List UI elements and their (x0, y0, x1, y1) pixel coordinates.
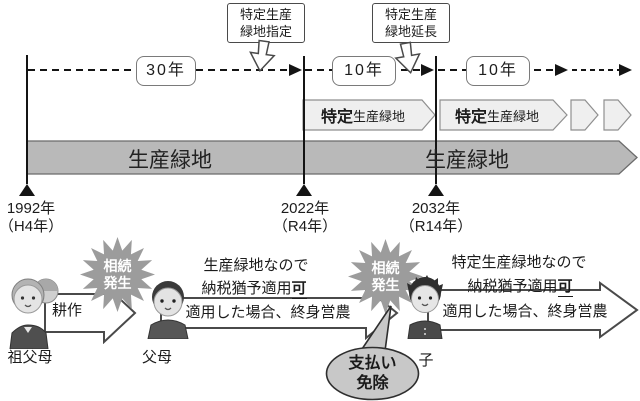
burst-line2: 発生 (103, 274, 132, 291)
grandparents-illustration (9, 278, 59, 349)
milestone-1992: 1992年 （H4年） (0, 200, 79, 236)
band-label-rest: 生産緑地 (487, 108, 540, 124)
callout-pointer-down-icon (249, 39, 276, 73)
band-continuation-chevron-icon (603, 99, 632, 131)
milestone-era: （H4年） (0, 218, 64, 235)
inheritance-burst-label: 相続 発生 (80, 237, 155, 312)
note-text: 納税猶予適用 (201, 280, 292, 297)
band-continuation-chevron-icon (570, 99, 599, 131)
callout-tokutei-designation: 特定生産 緑地指定 (227, 3, 305, 43)
milestone-line-2022 (303, 56, 305, 184)
duration-10-years-second: 10年 (466, 56, 530, 86)
callout-designation-line2: 緑地指定 (239, 24, 292, 39)
burst-line1: 相続 (371, 259, 400, 276)
callout-pointer-down-icon (394, 41, 421, 75)
inheritance-burst-icon (348, 239, 423, 314)
payment-exemption-label: 支払い 免除 (326, 354, 419, 393)
note-tokutei-line2: 納税猶予適用可 (440, 277, 600, 297)
timeline-arrowhead-icon (289, 64, 302, 76)
milestone-era: （R4年） (272, 218, 338, 235)
note-text: 納税猶予適用 (467, 278, 558, 295)
tokutei-band-2-shape (439, 99, 568, 131)
note-emphasis: 可 (557, 278, 573, 297)
actor-label-parents: 父母 (141, 349, 172, 366)
timeline-dash-segment (572, 69, 619, 71)
milestone-year: 2032年 (411, 200, 461, 217)
timeline-arrowhead-icon (555, 64, 568, 76)
callout-extension-line1: 特定生産 (384, 7, 437, 22)
burst-line1: 相続 (103, 257, 132, 274)
note-emphasis: 可 (291, 280, 307, 299)
callout-tokutei-extension: 特定生産 緑地延長 (372, 3, 450, 43)
actor-label-grandparents: 祖父母 (7, 349, 53, 366)
parents-illustration (147, 281, 189, 339)
seisan-band-label-left: 生産緑地 (128, 149, 212, 172)
child-illustration (407, 275, 443, 339)
milestone-era: （R14年） (399, 218, 473, 235)
band-label-em: 特定 (454, 109, 487, 126)
band-label-em: 特定 (320, 109, 353, 126)
burst-line2: 発生 (371, 276, 400, 293)
callout-designation-line1: 特定生産 (239, 7, 292, 22)
note-tokutei-line1: 特定生産緑地なので (451, 254, 587, 271)
duration-30-years: 30年 (136, 56, 196, 86)
duration-10-years-first: 10年 (332, 56, 396, 86)
seisan-band-label-right: 生産緑地 (425, 149, 509, 172)
tokutei-period-arrow (427, 281, 639, 339)
milestone-marker-icon (296, 184, 312, 196)
milestone-year: 1992年 (6, 200, 56, 217)
inheritance-burst-label: 相続 発生 (348, 239, 423, 314)
bubble-line1: 支払い (348, 355, 397, 372)
band-label-rest: 生産緑地 (353, 108, 406, 124)
note-seisan-line1: 生産緑地なので (203, 257, 309, 274)
milestone-2032: 2032年 （R14年） (388, 200, 484, 236)
seisan-band-shape (26, 140, 638, 175)
farming-label: 耕作 (51, 302, 82, 319)
timeline-arrowhead-icon (421, 64, 434, 76)
milestone-line-2032 (435, 56, 437, 184)
inheritance-burst-icon (80, 237, 155, 312)
timeline-arrowhead-icon (619, 64, 632, 76)
bubble-line2: 免除 (356, 374, 389, 392)
milestone-2022: 2022年 （R4年） (257, 200, 353, 236)
note-seisan-line2: 納税猶予適用可 (174, 279, 334, 299)
note-tokutei-line3: 適用した場合、終身営農 (442, 303, 608, 320)
milestone-marker-icon (428, 184, 444, 196)
note-seisan-line3: 適用した場合、終身営農 (185, 304, 351, 321)
milestone-marker-icon (19, 184, 35, 196)
callout-extension-line2: 緑地延長 (384, 24, 437, 39)
payment-exemption-bubble (325, 305, 420, 401)
milestone-line-1992 (26, 55, 28, 184)
actor-label-child: 子 (418, 352, 434, 369)
tokutei-band-1-label: 特定生産緑地 (302, 99, 424, 131)
tokutei-band-2-label: 特定生産緑地 (439, 99, 555, 131)
milestone-year: 2022年 (280, 200, 330, 217)
